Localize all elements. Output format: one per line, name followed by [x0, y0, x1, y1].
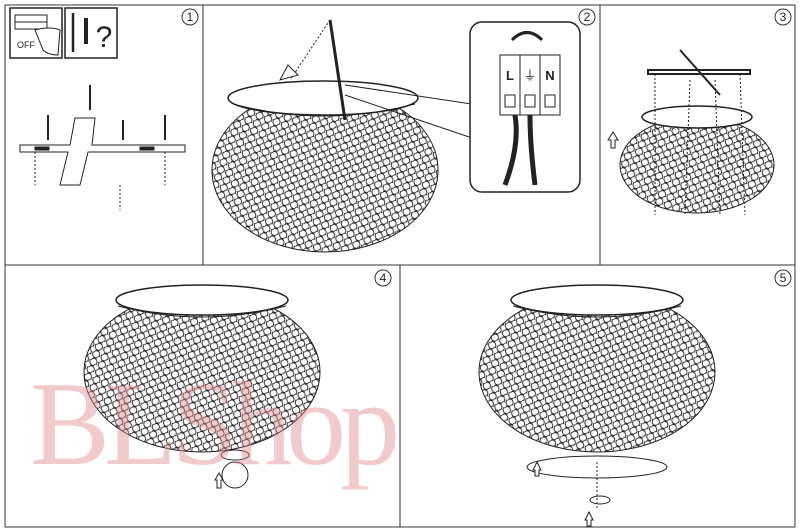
step-1-number: 1 — [187, 10, 194, 24]
step-3-number: 3 — [780, 10, 787, 24]
up-arrow-icon — [584, 510, 594, 527]
step-4-badge — [374, 269, 392, 287]
step-4-number: 4 — [380, 271, 387, 285]
up-arrow-icon — [214, 471, 224, 489]
lamp-shade-step5 — [478, 284, 716, 527]
bulb-icon — [221, 461, 249, 489]
watermark: BLShop — [30, 357, 400, 490]
terminal-n-label: N — [545, 68, 554, 83]
terminal-l-label: L — [506, 68, 514, 83]
step-2-badge — [578, 8, 596, 26]
power-off-icon: OFF — [9, 7, 63, 59]
question-mark: ? — [96, 21, 113, 54]
step-5-number: 5 — [780, 271, 787, 285]
off-label: OFF — [17, 40, 35, 50]
panel-grid — [4, 4, 796, 528]
lamp-shade-step4 — [83, 284, 321, 489]
step-5-badge — [774, 269, 792, 287]
step-2-number: 2 — [584, 10, 591, 24]
screw-question-icon: ? — [64, 7, 118, 59]
up-arrow-icon — [607, 131, 619, 149]
step-1-badge — [181, 8, 199, 26]
terminal-block-callout: L ⏚ N — [344, 21, 581, 193]
mounting-bracket — [19, 85, 186, 210]
lamp-shade-step3 — [607, 49, 775, 216]
svg-text:⏚: ⏚ — [523, 68, 536, 83]
step-3-badge — [774, 8, 792, 26]
lamp-shade-step2 — [211, 19, 439, 253]
up-arrow-icon — [532, 460, 542, 477]
